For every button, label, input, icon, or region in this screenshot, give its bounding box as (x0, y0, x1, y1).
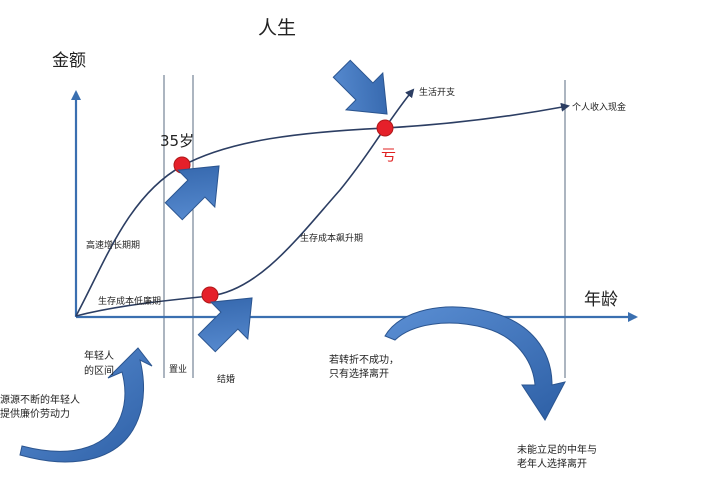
middle-old-leave-line-2: 老年人选择离开 (517, 457, 587, 470)
curved-arrow-leave-icon (384, 306, 566, 421)
curved-arrow-young-inflow-icon (19, 347, 153, 463)
y-axis-label: 金额 (52, 51, 86, 71)
income-curve-label: 个人收入现金 (572, 101, 626, 113)
house-label: 置业 (169, 364, 187, 375)
loss-label: 亏 (381, 146, 396, 164)
young-labor-line-1: 源源不断的年轻人 (0, 393, 80, 406)
young-range-label: 年轻人 的区间 (84, 349, 117, 377)
point-marriage (201, 286, 219, 304)
fail-turn-line-2: 只有选择离开 (329, 367, 389, 380)
pointer-arrow-35-icon (164, 165, 220, 221)
marriage-label: 结婚 (217, 373, 235, 385)
young-labor-label: 源源不断的年轻人 提供廉价劳动力 (0, 393, 83, 420)
fail-turn-label: 若转折不成功， 只有选择离开 (329, 353, 402, 380)
income-curve (75, 102, 570, 317)
diagram-title: 人生 (258, 17, 296, 39)
fail-turn-line-1: 若转折不成功， (329, 353, 399, 366)
rapid-growth-label: 高速增长期期 (86, 239, 140, 251)
point-loss (376, 119, 394, 137)
pointer-arrow-marriage-icon (197, 297, 253, 353)
cost-curve-label: 生活开支 (419, 86, 455, 98)
middle-old-leave-label: 未能立足的中年与 老年人选择离开 (517, 443, 600, 470)
age-35-label: 35岁 (160, 132, 194, 150)
cost-curve (75, 88, 415, 317)
cost-rising-label: 生存成本飙升期 (300, 232, 363, 244)
young-range-line-1: 年轻人 (84, 349, 114, 362)
middle-old-leave-line-1: 未能立足的中年与 (517, 443, 597, 456)
pointer-arrow-loss-icon (332, 59, 388, 115)
young-range-line-2: 的区间 (84, 364, 114, 377)
x-axis-label: 年龄 (584, 290, 618, 310)
low-cost-label: 生存成本低廉期 (98, 295, 161, 307)
young-labor-line-2: 提供廉价劳动力 (0, 407, 70, 420)
